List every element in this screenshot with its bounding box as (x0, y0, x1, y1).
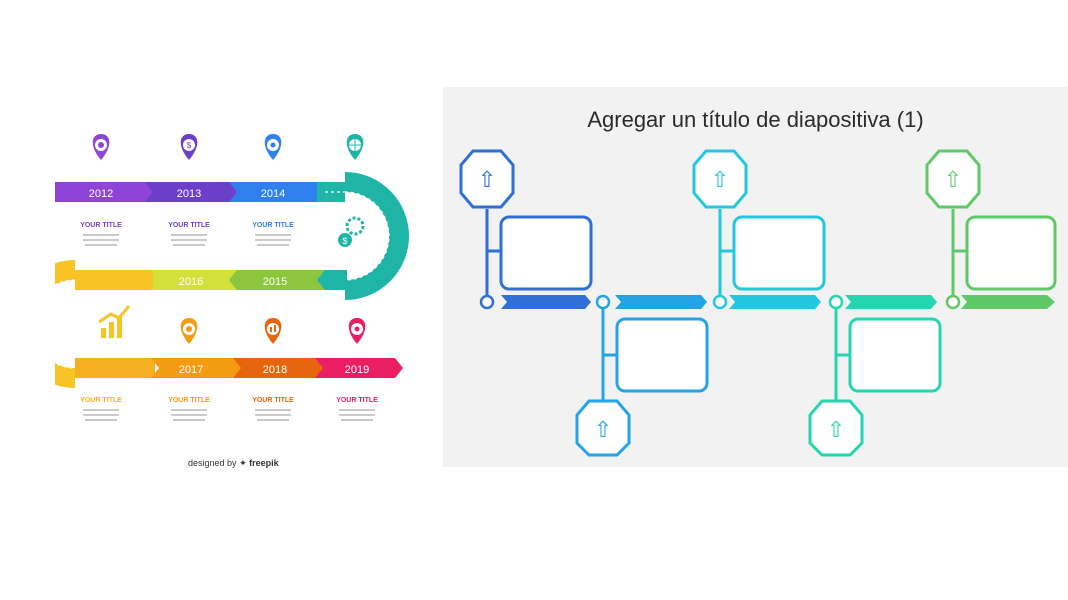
puzzle-pin-icon (348, 318, 366, 344)
gear-pin-icon (264, 134, 282, 160)
hexagon-badge (808, 399, 864, 457)
rocket-icon: ⇧ (944, 167, 962, 192)
money-gear-icon: $ (338, 216, 365, 247)
target-pin-icon (180, 318, 198, 344)
item-title: YOUR TITLE (252, 397, 294, 404)
band-curve-left (11, 260, 76, 388)
band-segment-2013 (145, 182, 239, 202)
content-box (965, 215, 1057, 291)
arrow-segment-3 (729, 295, 821, 309)
band-segment-2012 (55, 182, 155, 202)
year-label: 2018 (263, 364, 287, 376)
item-title: YOUR TITLE (336, 397, 378, 404)
content-box (615, 317, 709, 393)
globe-pin-icon (346, 134, 364, 160)
credit-brand: freepik (249, 458, 279, 468)
rocket-icon: ⇧ (827, 417, 845, 442)
item-title: YOUR TITLE (80, 397, 122, 404)
content-box (848, 317, 942, 393)
freepik-logo-icon: ✦ (239, 458, 247, 468)
hexagon-badge (459, 149, 515, 209)
rocket-icon: ⇧ (478, 167, 496, 192)
item-title: YOUR TITLE (168, 222, 210, 229)
item-title: YOUR TITLE (252, 222, 294, 229)
timeline-infographic-left: 2012 2013 2014 2016 2015 2017 2018 2019 … (11, 120, 415, 480)
placeholder-text-lines (83, 234, 375, 421)
timeline-slide-right: Agregar un título de diapositiva (1) ⇧ ⇧ (443, 87, 1068, 467)
year-label: 2019 (345, 364, 369, 376)
lightbulb-pin-icon (92, 134, 110, 160)
year-label: 2013 (177, 188, 201, 200)
band-segment-2019 (315, 358, 403, 378)
arrow-segment-5 (961, 295, 1055, 309)
band-segment-2018 (233, 358, 325, 378)
band-segment-2017 (151, 358, 243, 378)
hexagon-timeline-graphic: ⇧ ⇧ ⇧ ⇧ (459, 149, 1057, 457)
svg-text:$: $ (187, 141, 192, 150)
chart-pin-icon (264, 318, 282, 344)
year-label: 2017 (179, 364, 203, 376)
band-segment-2015 (227, 270, 325, 290)
arrow-segment-4 (845, 295, 937, 309)
timeline-node-4: ⇧ (808, 294, 942, 457)
hexagon-badge (575, 399, 631, 457)
content-box (732, 215, 826, 291)
hexagon-badge (925, 149, 981, 209)
rocket-icon: ⇧ (711, 167, 729, 192)
year-label: 2012 (89, 188, 113, 200)
growth-chart-icon (98, 305, 131, 338)
credit-prefix: designed by (188, 458, 237, 468)
timeline-road-graphic: 2012 2013 2014 2016 2015 2017 2018 2019 … (11, 134, 409, 421)
band-curve-right (344, 172, 409, 300)
item-title: YOUR TITLE (80, 222, 122, 229)
band-segment-2014 (229, 182, 325, 202)
content-box (499, 215, 593, 291)
timeline-node-2: ⇧ (575, 294, 709, 457)
timeline-node-5: ⇧ (925, 149, 1057, 310)
year-label: 2014 (261, 188, 285, 200)
hexagon-badge (692, 149, 748, 209)
year-label: 2016 (179, 276, 203, 288)
designer-credit: designed by ✦ freepik (188, 458, 279, 469)
dollar-pin-icon: $ (180, 134, 198, 160)
item-title: YOUR TITLE (168, 397, 210, 404)
timeline-node-1: ⇧ (459, 149, 593, 310)
arrow-segment-1 (501, 295, 591, 309)
rocket-icon: ⇧ (594, 417, 612, 442)
timeline-node-3: ⇧ (692, 149, 826, 310)
slide-title: Agregar un título de diapositiva (1) (587, 107, 924, 132)
arrow-segment-2 (615, 295, 707, 309)
svg-text:$: $ (342, 236, 347, 246)
year-label: 2015 (263, 276, 287, 288)
band-segment-2016 (141, 270, 237, 290)
